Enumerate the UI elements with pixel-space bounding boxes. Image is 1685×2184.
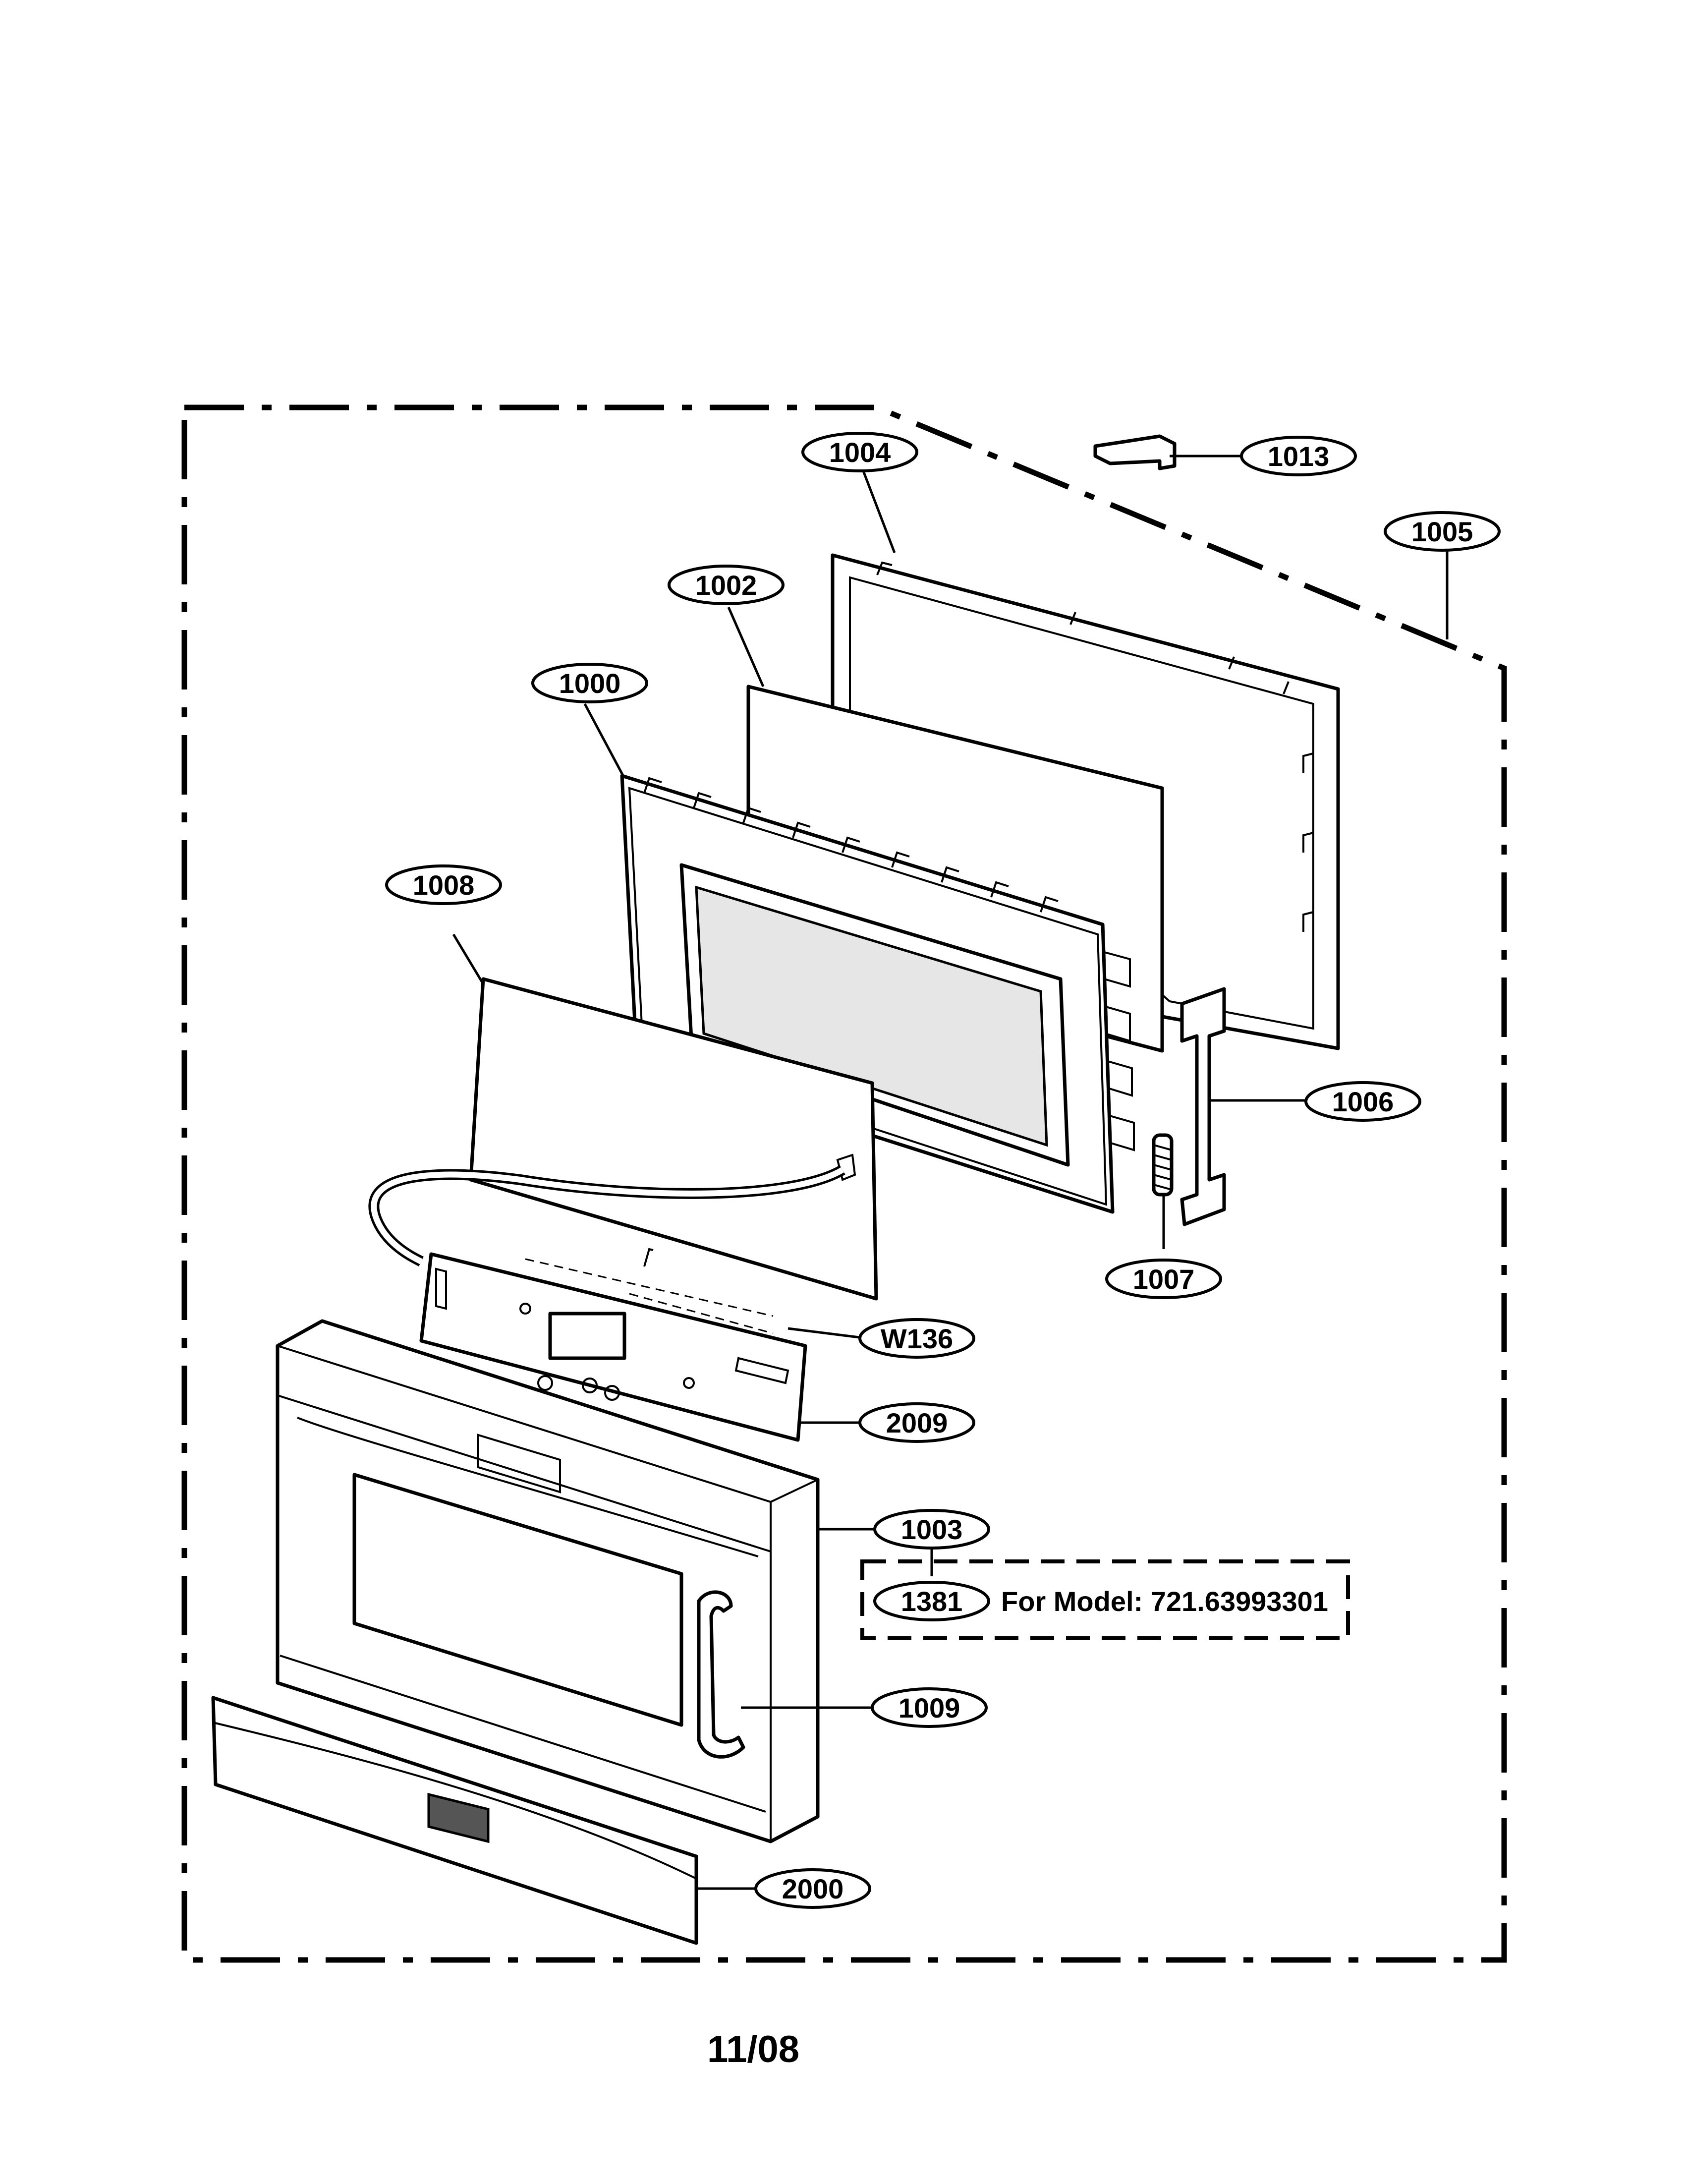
callout-1381: 1381 [873, 1581, 990, 1621]
part-W136-screw [525, 1248, 774, 1334]
callout-1003-label: 1003 [901, 1514, 963, 1545]
part-1008-cover [469, 977, 878, 1301]
callout-1006-label: 1006 [1332, 1086, 1394, 1117]
callout-1008: 1008 [385, 864, 502, 905]
model-note-box [860, 1559, 1350, 1640]
part-1009-handle [697, 1590, 745, 1759]
callout-2009-label: 2009 [886, 1407, 948, 1438]
wire-harness [368, 1165, 845, 1266]
callout-1006: 1006 [1304, 1081, 1421, 1122]
leader-lines [452, 455, 1449, 1890]
callout-2000-label: 2000 [782, 1873, 844, 1904]
callout-1004-label: 1004 [829, 437, 891, 468]
callout-1009-label: 1009 [899, 1692, 960, 1724]
callout-2000: 2000 [754, 1868, 871, 1909]
callout-1000: 1000 [531, 663, 648, 703]
callout-1005-label: 1005 [1411, 516, 1473, 547]
callout-1002: 1002 [668, 565, 785, 605]
callout-2009: 2009 [858, 1402, 975, 1443]
part-1000-door-chassis [620, 774, 1135, 1214]
part-1006-latch [1180, 987, 1226, 1226]
callout-1008-label: 1008 [413, 869, 475, 901]
callout-1381-label: 1381 [901, 1586, 963, 1617]
callout-1004: 1004 [801, 432, 918, 472]
callout-W136: W136 [858, 1318, 975, 1359]
part-2009-control-board [419, 1252, 807, 1442]
assembly-boundary [181, 404, 1507, 1963]
date-code: 11/08 [707, 2028, 799, 2070]
callout-1007-label: 1007 [1133, 1264, 1195, 1295]
part-2000-trim [211, 1696, 698, 1945]
callout-1013-label: 1013 [1268, 441, 1330, 472]
part-1007-spring [1152, 1133, 1174, 1197]
callout-1002-label: 1002 [695, 570, 757, 601]
callout-1000-label: 1000 [559, 668, 621, 699]
callout-1009: 1009 [871, 1687, 988, 1728]
model-note-text: For Model: 721.63993301 [1001, 1586, 1328, 1617]
part-1013-clip [1093, 434, 1177, 470]
part-1003-door-front [276, 1319, 820, 1843]
callout-W136-label: W136 [881, 1323, 953, 1354]
callout-1007: 1007 [1105, 1259, 1222, 1299]
callout-1005: 1005 [1384, 511, 1501, 552]
callout-1013: 1013 [1240, 436, 1357, 476]
callout-1003: 1003 [873, 1509, 990, 1550]
